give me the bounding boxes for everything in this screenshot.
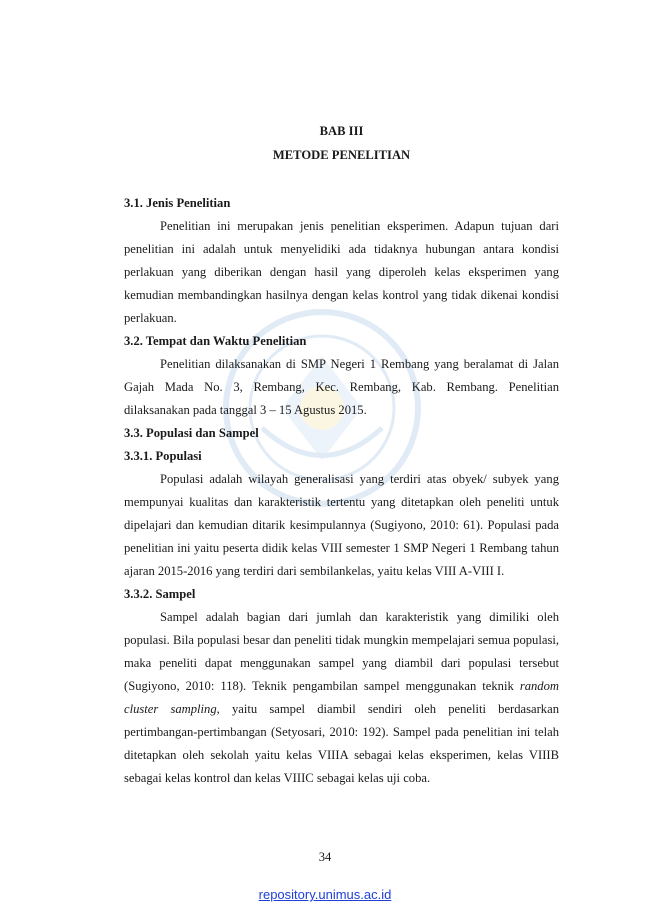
university-seal-watermark xyxy=(223,309,421,507)
paragraph-3-3-2-italic-term: random cluster sampling xyxy=(124,679,559,716)
chapter-number: BAB III xyxy=(319,124,364,138)
paragraph-3-3-2: Sampel adalah bagian dari jumlah dan kar… xyxy=(124,606,559,790)
paragraph-3-3-2-part-b: , yaitu sampel diambil sendiri oleh pene… xyxy=(124,702,559,785)
repository-link[interactable]: repository.unimus.ac.id xyxy=(258,887,392,902)
section-heading-3-2: 3.2. Tempat dan Waktu Penelitian xyxy=(124,334,307,348)
section-heading-3-1: 3.1. Jenis Penelitian xyxy=(124,196,231,210)
body-text: 3.1. Jenis Penelitian Penelitian ini mer… xyxy=(124,192,559,790)
section-heading-3-3-1: 3.3.1. Populasi xyxy=(124,449,202,463)
paragraph-3-3-1: Populasi adalah wilayah generalisasi yan… xyxy=(124,472,559,578)
page-number: 34 xyxy=(318,850,332,864)
paragraph-3-1: Penelitian ini merupakan jenis penelitia… xyxy=(124,219,559,325)
chapter-title: METODE PENELITIAN xyxy=(272,148,411,162)
paragraph-3-3-2-part-a: Sampel adalah bagian dari jumlah dan kar… xyxy=(124,610,559,693)
section-heading-3-3: 3.3. Populasi dan Sampel xyxy=(124,426,259,440)
section-heading-3-3-2: 3.3.2. Sampel xyxy=(124,587,196,601)
paragraph-3-2: Penelitian dilaksanakan di SMP Negeri 1 … xyxy=(124,357,559,417)
